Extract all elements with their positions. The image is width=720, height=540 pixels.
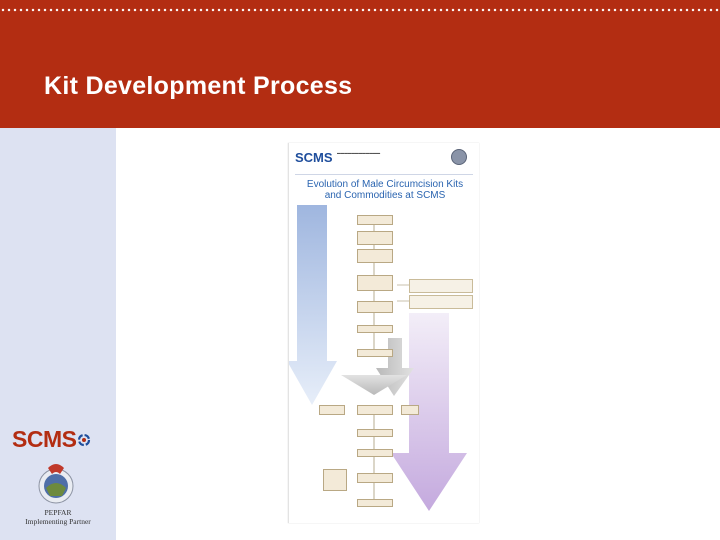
poster-seal-icon <box>451 149 467 165</box>
flow-step-box <box>401 405 419 415</box>
flow-step-box <box>357 301 393 313</box>
flow-step-box <box>357 231 393 245</box>
logo-text: SCMS <box>12 426 77 452</box>
poster-logo: SCMS <box>295 150 333 165</box>
dotted-divider <box>0 8 720 12</box>
flow-notes <box>409 295 473 309</box>
slide-header: Kit Development Process <box>0 0 720 128</box>
poster-rule <box>295 174 473 175</box>
flow-step-box <box>357 215 393 225</box>
flow-step-box <box>357 429 393 437</box>
slide-title: Kit Development Process <box>44 72 353 100</box>
pepfar-emblem-icon <box>34 460 78 511</box>
flow-step-box <box>357 275 393 291</box>
flow-step-box <box>357 499 393 507</box>
flow-step-box <box>357 249 393 263</box>
partner-name: PEPFAR <box>44 508 72 517</box>
flow-step-box <box>357 405 393 415</box>
scms-logo: SCMS <box>12 426 91 453</box>
flow-branch-label <box>317 271 345 279</box>
partner-role: Implementing Partner <box>25 517 91 526</box>
flow-step-box <box>357 325 393 333</box>
flow-notes <box>409 279 473 293</box>
flow-step-box <box>319 405 345 415</box>
flow-step-box <box>323 469 347 491</box>
circular-arrows-icon <box>77 426 91 453</box>
poster-flow-arrows <box>289 205 467 511</box>
flow-step-box <box>357 349 393 357</box>
poster-tagline: ▬▬▬▬▬▬▬▬▬▬▬▬ <box>337 151 381 155</box>
kit-evolution-poster-image: SCMS ▬▬▬▬▬▬▬▬▬▬▬▬ Evolution of Male Circ… <box>288 143 479 523</box>
poster-header: SCMS ▬▬▬▬▬▬▬▬▬▬▬▬ <box>289 143 479 173</box>
flow-step-box <box>357 449 393 457</box>
flow-step-box <box>357 473 393 483</box>
partner-caption: PEPFAR Implementing Partner <box>10 508 106 526</box>
flow-branch-label <box>423 385 451 391</box>
